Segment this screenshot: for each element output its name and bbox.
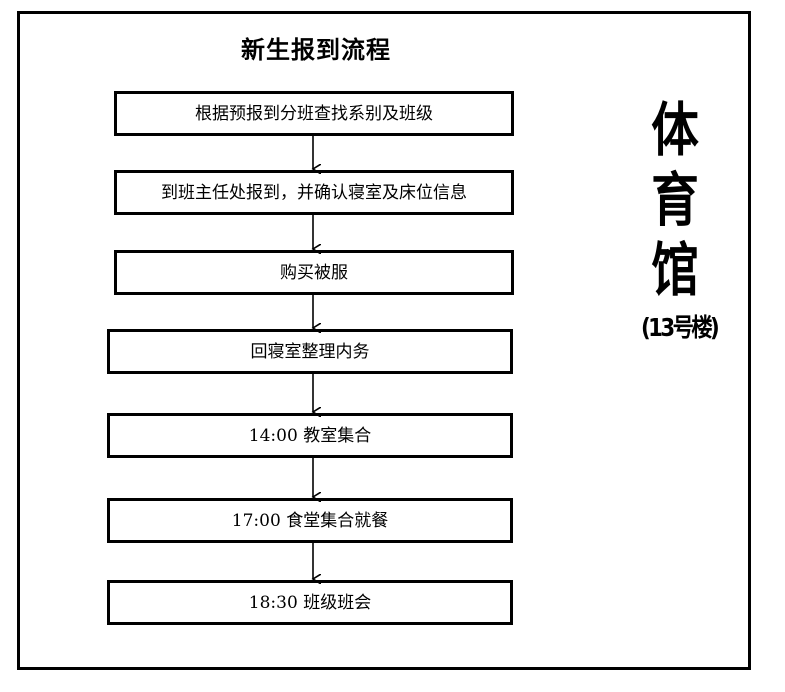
- building-label: 体 育 馆 (13号楼): [635, 95, 720, 345]
- flow-step-1: 根据预报到分班查找系别及班级: [114, 91, 514, 136]
- flow-step-4: 回寝室整理内务: [107, 329, 513, 374]
- building-name: 体 育 馆: [642, 95, 708, 305]
- outer-border: [17, 11, 751, 670]
- flow-step-6: 17:00 食堂集合就餐: [107, 498, 513, 543]
- flow-step-7: 18:30 班级班会: [107, 580, 513, 625]
- flow-step-5: 14:00 教室集合: [107, 413, 513, 458]
- flow-step-3: 购买被服: [114, 250, 514, 295]
- building-number: (13号楼): [641, 313, 720, 342]
- building-name-char-3: 馆: [651, 236, 699, 304]
- building-name-char-1: 体: [651, 96, 699, 164]
- flow-step-2: 到班主任处报到，并确认寝室及床位信息: [114, 170, 514, 215]
- building-name-char-2: 育: [651, 166, 699, 234]
- page-title: 新生报到流程: [241, 35, 391, 64]
